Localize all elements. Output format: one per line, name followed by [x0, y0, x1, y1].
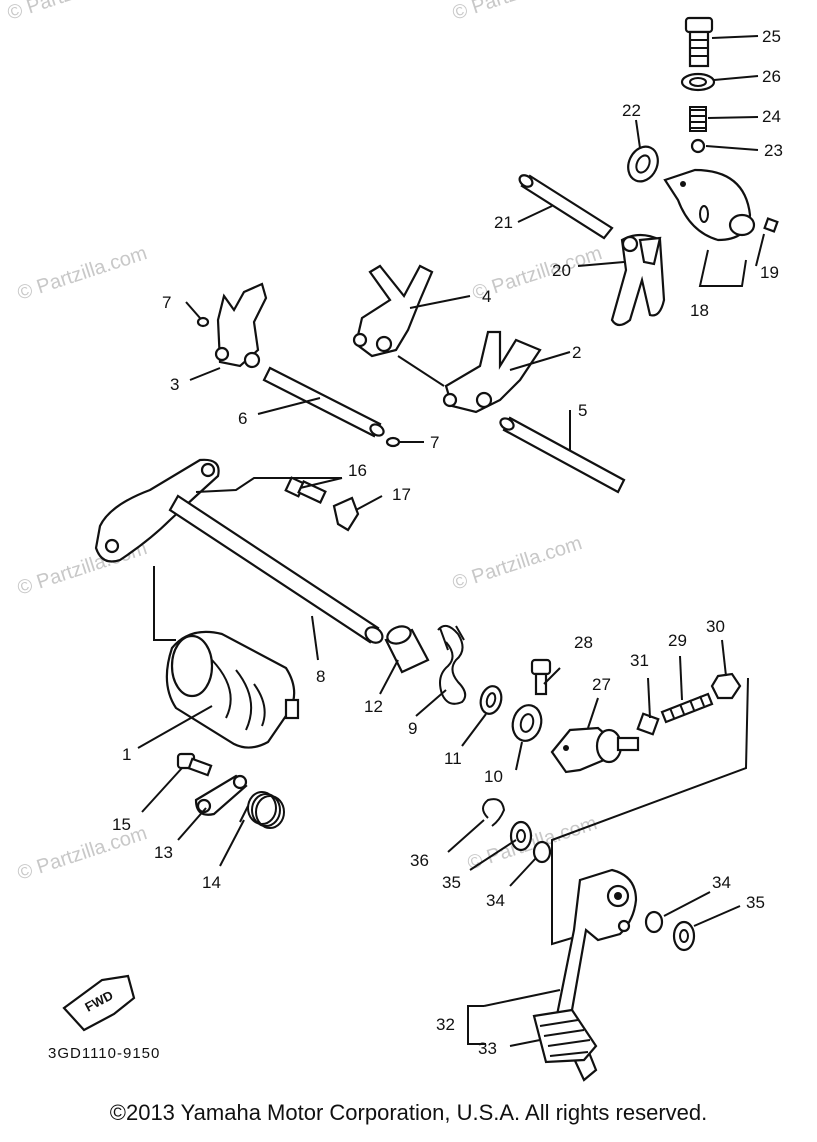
leader-lines — [137, 35, 765, 1047]
callout-25[interactable]: 25 — [762, 27, 781, 46]
part-7-circlip[interactable] — [385, 436, 401, 448]
part-15-bolt[interactable] — [176, 752, 213, 777]
part-24-spring[interactable] — [689, 106, 707, 132]
watermark: © Partzilla.com — [450, 532, 585, 595]
part-7-circlip[interactable] — [196, 316, 210, 328]
part-27-joint[interactable] — [550, 726, 640, 774]
callout-14[interactable]: 14 — [202, 873, 221, 892]
callout-22[interactable]: 22 — [622, 101, 641, 120]
callout-28[interactable]: 28 — [574, 633, 593, 652]
part-16-bolt[interactable] — [284, 476, 327, 504]
callout-13[interactable]: 13 — [154, 843, 173, 862]
part-10-oil-seal[interactable] — [509, 702, 545, 744]
callout-36[interactable]: 36 — [410, 851, 429, 870]
part-26-washer[interactable] — [680, 72, 716, 92]
watermark: © Partzilla.com — [450, 0, 585, 25]
part-14-spring[interactable] — [239, 791, 285, 829]
fwd-arrow-icon: FWD — [62, 974, 136, 1032]
callout-1[interactable]: 1 — [122, 745, 131, 764]
callout-17[interactable]: 17 — [392, 485, 411, 504]
callout-32[interactable]: 32 — [436, 1015, 455, 1034]
callout-35[interactable]: 35 — [442, 873, 461, 892]
part-36-circlip[interactable] — [482, 798, 506, 827]
callout-24[interactable]: 24 — [762, 107, 781, 126]
callout-12[interactable]: 12 — [364, 697, 383, 716]
callout-10[interactable]: 10 — [484, 767, 503, 786]
callout-20[interactable]: 20 — [552, 261, 571, 280]
part-code: 3GD1110-9150 — [48, 1045, 160, 1062]
callout-27[interactable]: 27 — [592, 675, 611, 694]
part-6-guide-bar[interactable] — [262, 366, 386, 438]
callout-7[interactable]: 7 — [162, 293, 171, 312]
callout-35[interactable]: 35 — [746, 893, 765, 912]
watermark: © Partzilla.com — [465, 812, 600, 875]
callout-29[interactable]: 29 — [668, 631, 687, 650]
callout-26[interactable]: 26 — [762, 67, 781, 86]
callout-30[interactable]: 30 — [706, 617, 725, 636]
callout-19[interactable]: 19 — [760, 263, 779, 282]
part-12-collar[interactable] — [384, 623, 430, 674]
part-21-guide-bar[interactable] — [517, 173, 614, 240]
part-33-pedal-rubber[interactable] — [532, 1008, 598, 1064]
callout-3[interactable]: 3 — [170, 375, 179, 394]
callout-9[interactable]: 9 — [408, 719, 417, 738]
part-11-washer[interactable] — [478, 684, 505, 716]
callout-6[interactable]: 6 — [238, 409, 247, 428]
part-30-nut[interactable] — [710, 672, 742, 700]
part-28-bolt[interactable] — [530, 658, 552, 696]
copyright-footer: ©2013 Yamaha Motor Corporation, U.S.A. A… — [109, 1100, 708, 1125]
watermark: © Partzilla.com — [5, 0, 140, 25]
part-20-shift-fork[interactable] — [610, 233, 666, 327]
part-9-torsion-spring[interactable] — [437, 624, 467, 705]
part-23-ball[interactable] — [690, 138, 706, 154]
callout-31[interactable]: 31 — [630, 651, 649, 670]
part-35-washer[interactable] — [672, 920, 696, 952]
part-34-o-ring[interactable] — [644, 910, 664, 934]
part-4-shift-fork[interactable] — [352, 264, 434, 358]
part-22-bearing[interactable] — [623, 142, 664, 186]
part-17-plate[interactable] — [332, 496, 360, 532]
callout-18[interactable]: 18 — [690, 301, 709, 320]
callout-labels: 1 2 3 4 5 6 7 7 8 9 10 11 12 13 14 15 16… — [112, 27, 783, 1058]
callout-2[interactable]: 2 — [572, 343, 581, 362]
watermark: © Partzilla.com — [15, 242, 150, 305]
callout-11[interactable]: 11 — [444, 749, 462, 768]
part-3-shift-fork[interactable] — [214, 282, 268, 369]
callout-8[interactable]: 8 — [316, 667, 325, 686]
part-25-bolt[interactable] — [684, 16, 714, 68]
callout-7[interactable]: 7 — [430, 433, 439, 452]
part-19-pin[interactable] — [763, 217, 779, 233]
part-34-o-ring[interactable] — [532, 840, 552, 864]
callout-4[interactable]: 4 — [482, 287, 491, 306]
part-2-shift-fork[interactable] — [442, 330, 542, 414]
part-35-washer[interactable] — [509, 820, 533, 852]
callout-33[interactable]: 33 — [478, 1039, 497, 1058]
callout-34[interactable]: 34 — [486, 891, 505, 910]
callout-23[interactable]: 23 — [764, 141, 783, 160]
watermark-layer: © Partzilla.com © Partzilla.com © Partzi… — [5, 0, 605, 885]
callout-16[interactable]: 16 — [348, 461, 367, 480]
callout-5[interactable]: 5 — [578, 401, 587, 420]
callout-21[interactable]: 21 — [494, 213, 513, 232]
callout-15[interactable]: 15 — [112, 815, 131, 834]
callout-34[interactable]: 34 — [712, 873, 731, 892]
part-5-guide-bar[interactable] — [498, 416, 626, 494]
part-1-shift-drum[interactable] — [165, 630, 300, 749]
part-18-shift-drum-segment[interactable] — [663, 168, 756, 242]
exploded-view-svg: © Partzilla.com © Partzilla.com © Partzi… — [5, 0, 783, 1082]
part-8-shift-shaft[interactable] — [94, 458, 385, 646]
part-31-nut[interactable] — [636, 712, 660, 736]
part-13-stopper-lever[interactable] — [194, 774, 248, 816]
part-29-shift-rod[interactable] — [660, 692, 714, 724]
